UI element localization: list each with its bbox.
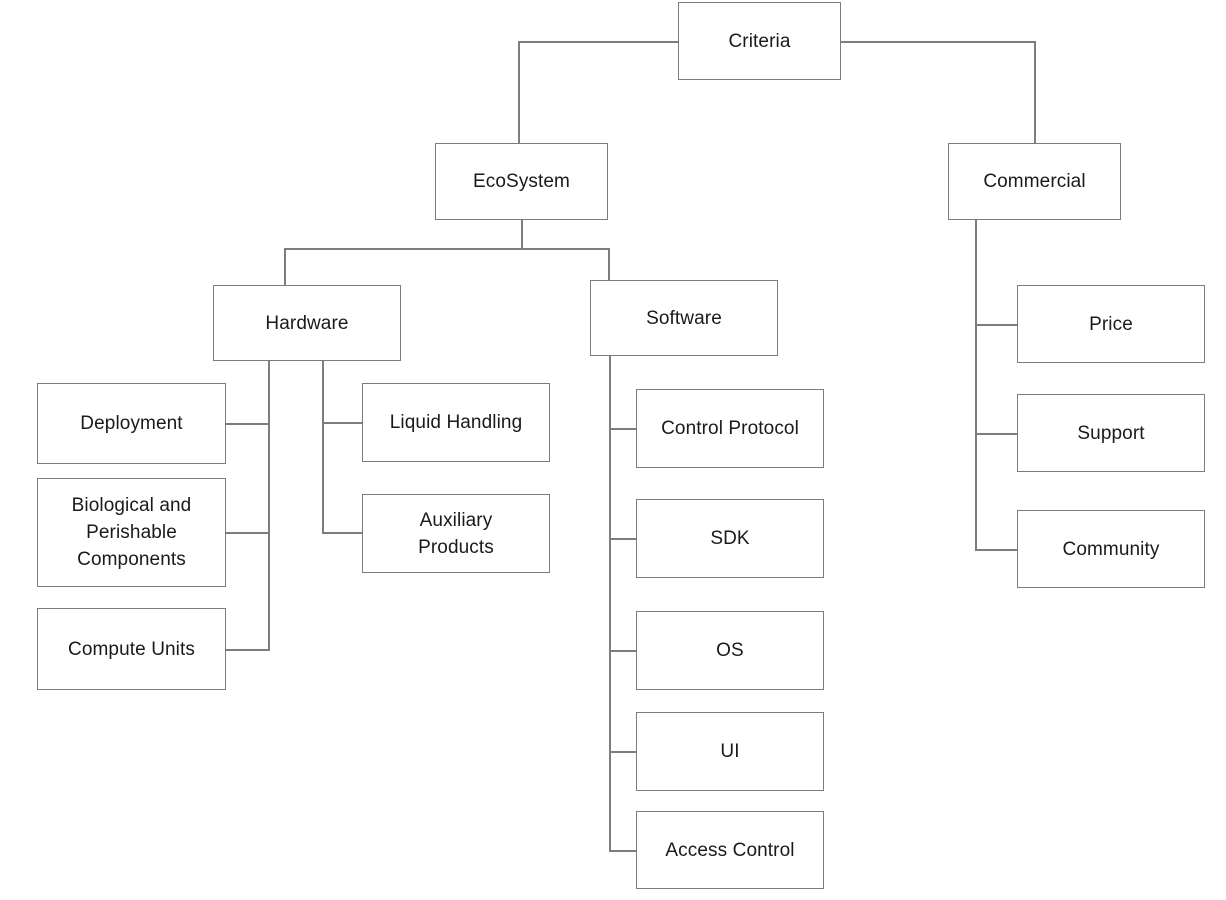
node-biological-and-perishable-components-label: Biological and Perishable Components [71, 495, 192, 570]
edge-criteria-to-ecosystem [518, 41, 520, 145]
node-ui-label: UI [720, 741, 740, 762]
edge-software-to-access-control [609, 850, 637, 852]
edge-commercial-to-community [975, 549, 1018, 551]
edge-hardware-to-auxiliary-products [322, 532, 363, 534]
edge-hardware-to-deployment [225, 423, 270, 425]
node-deployment-label: Deployment [80, 413, 183, 434]
node-software[interactable]: Software [590, 280, 778, 356]
node-ecosystem[interactable]: EcoSystem [435, 143, 608, 220]
node-os[interactable]: OS [636, 611, 824, 690]
edge-commercial-to-support [975, 433, 1018, 435]
node-commercial[interactable]: Commercial [948, 143, 1121, 220]
edge-ecosystem-to-hardware [284, 248, 286, 286]
node-ecosystem-label: EcoSystem [473, 171, 570, 192]
node-compute-units-label: Compute Units [68, 638, 195, 660]
edge-hardware-to-compute-units [225, 649, 270, 651]
node-criteria[interactable]: Criteria [678, 2, 841, 80]
node-auxiliary-products-label: Auxiliary Products [418, 509, 494, 558]
edge-ecosystem-to-software [608, 248, 610, 281]
edge-software-to-os [609, 650, 637, 652]
node-os-label: OS [716, 640, 744, 661]
node-access-control[interactable]: Access Control [636, 811, 824, 889]
node-control-protocol[interactable]: Control Protocol [636, 389, 824, 468]
edge-criteria-left-horizontal [518, 41, 679, 43]
edge-criteria-right-horizontal [839, 41, 1036, 43]
node-auxiliary-products[interactable]: Auxiliary Products [362, 494, 550, 573]
node-hardware-label: Hardware [265, 312, 349, 334]
node-biological-and-perishable-components[interactable]: Biological and Perishable Components [37, 478, 226, 587]
edge-software-to-control-protocol [609, 428, 637, 430]
edge-hardware-trunk-left [268, 360, 270, 651]
node-hardware[interactable]: Hardware [213, 285, 401, 361]
edge-software-to-sdk [609, 538, 637, 540]
edge-criteria-to-commercial [1034, 41, 1036, 145]
edge-hardware-trunk-middle [322, 360, 324, 534]
node-support-label: Support [1077, 422, 1145, 444]
edge-commercial-to-price [975, 324, 1018, 326]
edge-ecosystem-split-bus [284, 248, 610, 250]
node-sdk-label: SDK [710, 528, 750, 549]
node-ui[interactable]: UI [636, 712, 824, 791]
edge-hardware-to-liquid-handling [322, 422, 363, 424]
node-commercial-label: Commercial [983, 171, 1086, 192]
node-control-protocol-label: Control Protocol [661, 418, 799, 439]
node-criteria-label: Criteria [728, 30, 791, 52]
node-software-label: Software [646, 307, 722, 329]
node-deployment[interactable]: Deployment [37, 383, 226, 464]
node-price-label: Price [1089, 313, 1133, 335]
edge-software-to-ui [609, 751, 637, 753]
node-compute-units[interactable]: Compute Units [37, 608, 226, 690]
edge-software-trunk [609, 355, 611, 851]
edge-hardware-to-biological [225, 532, 270, 534]
node-liquid-handling-label: Liquid Handling [389, 412, 523, 433]
node-liquid-handling[interactable]: Liquid Handling [362, 383, 550, 462]
node-access-control-label: Access Control [665, 839, 795, 861]
node-community[interactable]: Community [1017, 510, 1205, 588]
node-price[interactable]: Price [1017, 285, 1205, 363]
node-sdk[interactable]: SDK [636, 499, 824, 578]
edge-ecosystem-stem [521, 219, 523, 249]
edge-commercial-trunk [975, 219, 977, 550]
node-support[interactable]: Support [1017, 394, 1205, 472]
node-community-label: Community [1062, 538, 1160, 560]
